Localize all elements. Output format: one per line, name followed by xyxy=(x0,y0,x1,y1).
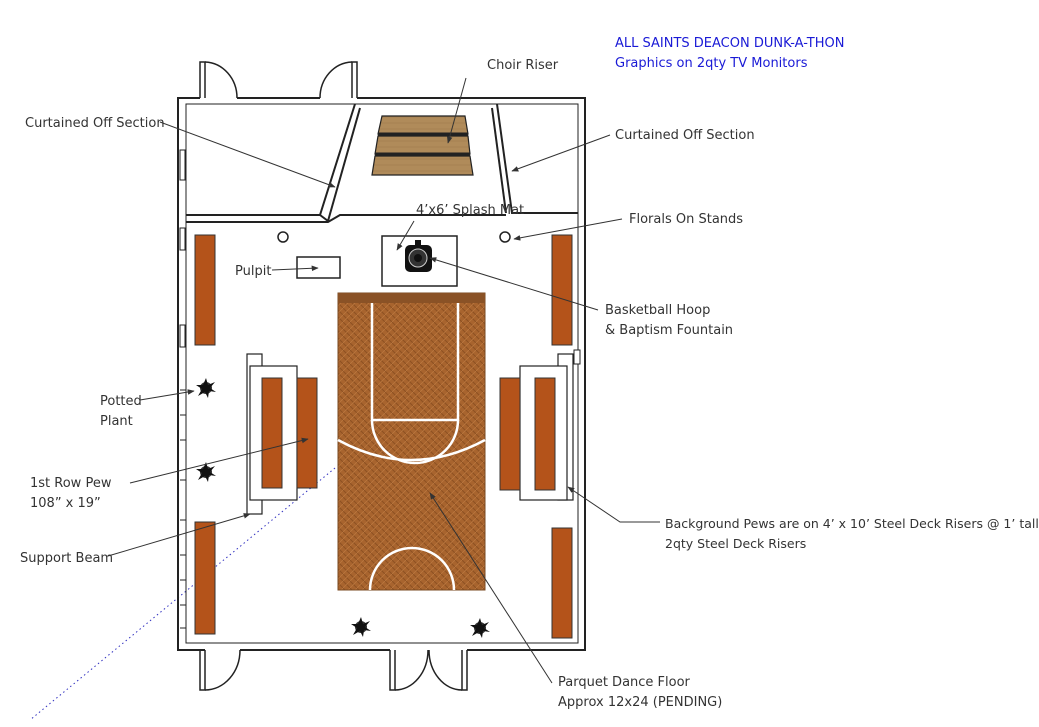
label-hoop-1: Basketball Hoop xyxy=(605,303,711,318)
pew xyxy=(551,527,573,639)
leader-lines xyxy=(107,77,660,684)
potted-plant-icon xyxy=(196,378,216,398)
left-wall-windows xyxy=(179,149,581,629)
chancel-walls xyxy=(186,103,578,223)
label-pew-2: 108” x 19” xyxy=(30,496,101,511)
potted-plant-icon xyxy=(196,462,216,482)
top-door-left xyxy=(199,61,238,99)
bottom-door-center xyxy=(389,649,468,691)
label-potted-1: Potted xyxy=(100,394,142,409)
choir-riser xyxy=(371,115,474,176)
label-splash-mat: 4’x6’ Splash Mat xyxy=(416,203,525,218)
first-row-pew-left xyxy=(246,353,318,515)
pew xyxy=(551,234,573,346)
header-line-2: Graphics on 2qty TV Monitors xyxy=(615,56,808,71)
label-bg-pews-2: 2qty Steel Deck Risers xyxy=(665,536,807,551)
basketball-hoop-icon xyxy=(405,240,432,272)
label-hoop-2: & Baptism Fountain xyxy=(605,323,734,338)
label-choir-riser: Choir Riser xyxy=(487,58,559,73)
label-floor-2: Approx 12x24 (PENDING) xyxy=(558,695,723,710)
label-florals: Florals On Stands xyxy=(629,212,744,227)
label-floor-1: Parquet Dance Floor xyxy=(558,675,690,690)
label-potted-2: Plant xyxy=(100,414,133,429)
outer-walls xyxy=(177,97,586,651)
potted-plant-icon xyxy=(351,617,371,637)
floral-stand-right xyxy=(499,231,511,243)
header-line-1: ALL SAINTS DEACON DUNK-A-THON xyxy=(615,36,845,51)
label-curtained-right: Curtained Off Section xyxy=(615,128,755,143)
first-row-pew-right xyxy=(499,353,574,501)
pew xyxy=(194,234,216,346)
pulpit xyxy=(296,256,341,279)
floral-stand-left xyxy=(277,231,289,243)
label-pulpit: Pulpit xyxy=(235,264,272,279)
dotted-sightline xyxy=(29,467,336,721)
label-curtained-left: Curtained Off Section xyxy=(25,116,165,131)
bottom-door-left xyxy=(199,649,241,691)
label-bg-pews-1: Background Pews are on 4’ x 10’ Steel De… xyxy=(665,516,1039,531)
background-pews xyxy=(194,234,573,639)
label-pew-1: 1st Row Pew xyxy=(30,476,112,491)
potted-plant-icon xyxy=(470,618,490,638)
pew xyxy=(194,521,216,635)
label-support-beam: Support Beam xyxy=(20,551,114,566)
parquet-dance-floor xyxy=(337,292,486,591)
top-door-right xyxy=(319,61,358,99)
